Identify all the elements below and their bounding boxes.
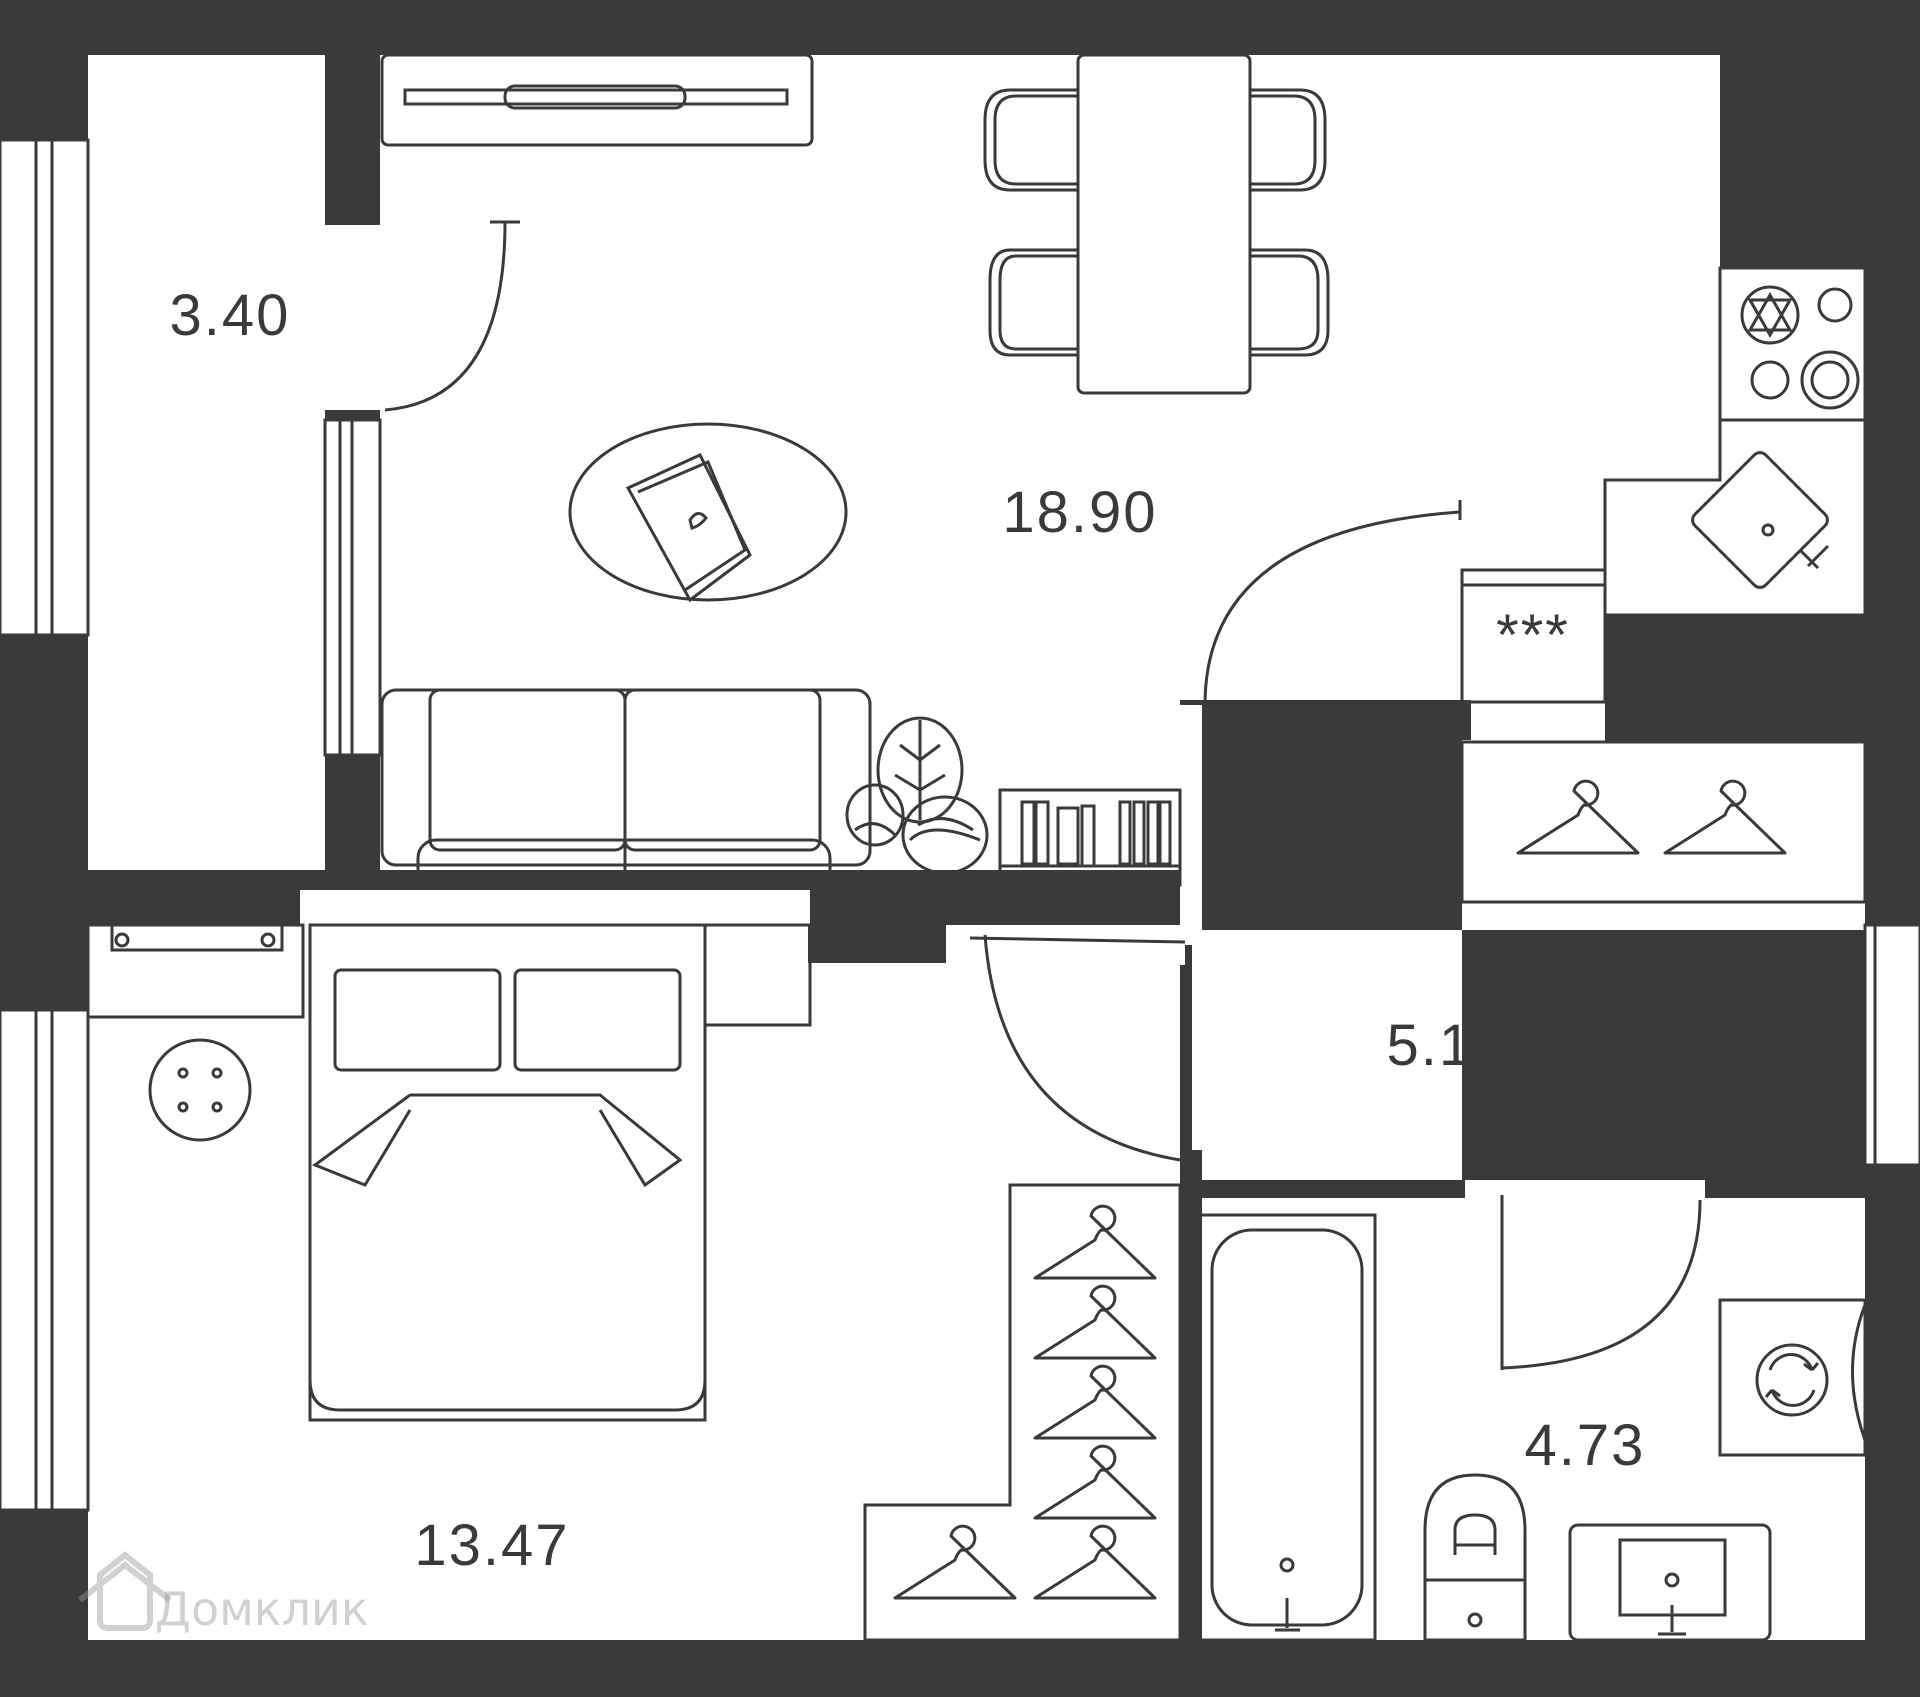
area-bathroom: 4.73 (1525, 1413, 1646, 1478)
washing-machine-icon (1718, 1298, 1867, 1457)
bedroom-wardrobe (863, 1183, 1182, 1642)
area-bedroom: 13.47 (414, 1513, 569, 1578)
area-balcony: 3.40 (170, 283, 291, 348)
dining-table (983, 53, 1330, 395)
storage-marker: *** (1496, 603, 1570, 668)
stove-icon (1740, 285, 1860, 410)
bed (308, 923, 812, 1422)
nightstand (86, 923, 305, 1142)
bathtub (1198, 1213, 1377, 1642)
rug-with-book (568, 422, 848, 603)
washbasin (1568, 1523, 1772, 1642)
area-living-kitchen: 18.90 (1002, 480, 1157, 545)
doors (384, 220, 1702, 1370)
toilet (1423, 1473, 1527, 1642)
watermark-text: Домклик (155, 1582, 369, 1636)
hallway-wardrobe (1460, 740, 1867, 904)
windows (0, 138, 1920, 1512)
plant-icon (845, 716, 989, 875)
area-hallway: 5.18 (1387, 1013, 1508, 1078)
kitchen-counter (1603, 266, 1867, 617)
watermark: Домклик (78, 1551, 369, 1636)
sink-icon (1691, 451, 1830, 589)
house-logo-icon (78, 1551, 172, 1631)
bookshelf (998, 788, 1182, 887)
tv-console (380, 53, 814, 147)
fridge-cabinet: *** (1460, 568, 1607, 704)
sofa (380, 688, 872, 890)
